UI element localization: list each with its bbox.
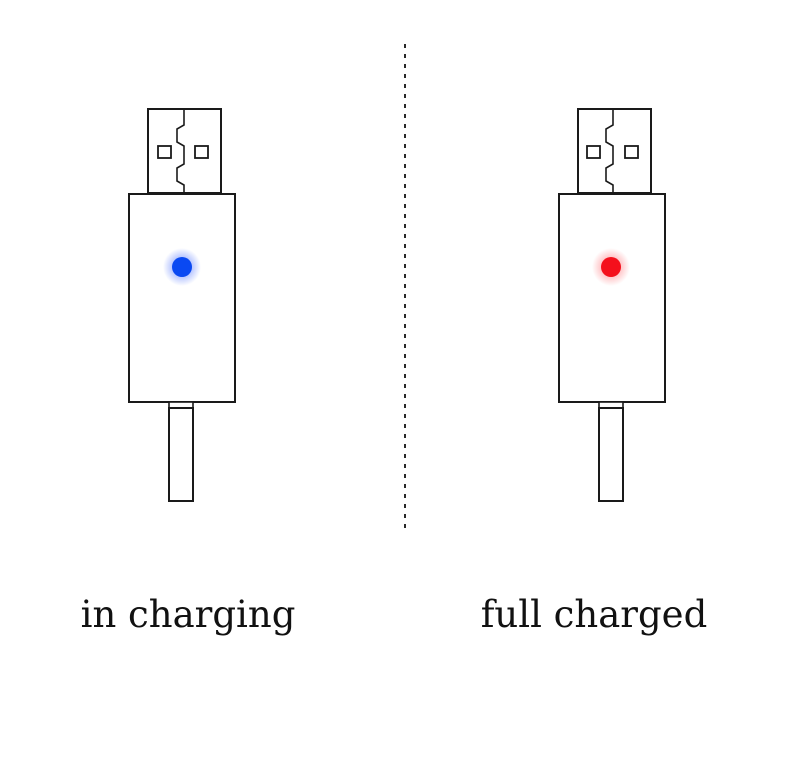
caption-in-charging: in charging — [80, 593, 296, 636]
charging-cable — [168, 407, 194, 502]
usb-contact-left — [586, 145, 601, 159]
usb-plug-seam — [176, 109, 185, 193]
usb-contact-right — [194, 145, 209, 159]
charger-full-charged — [558, 108, 666, 502]
usb-contact-left — [157, 145, 172, 159]
charger-in-charging — [128, 108, 236, 502]
charger-body — [558, 193, 666, 403]
usb-plug-seam — [605, 109, 614, 193]
charger-body — [128, 193, 236, 403]
caption-full-charged: full charged — [480, 593, 708, 636]
charging-cable — [598, 407, 624, 502]
led-indicator-blue — [172, 257, 192, 277]
usb-contact-right — [624, 145, 639, 159]
led-indicator-red — [601, 257, 621, 277]
